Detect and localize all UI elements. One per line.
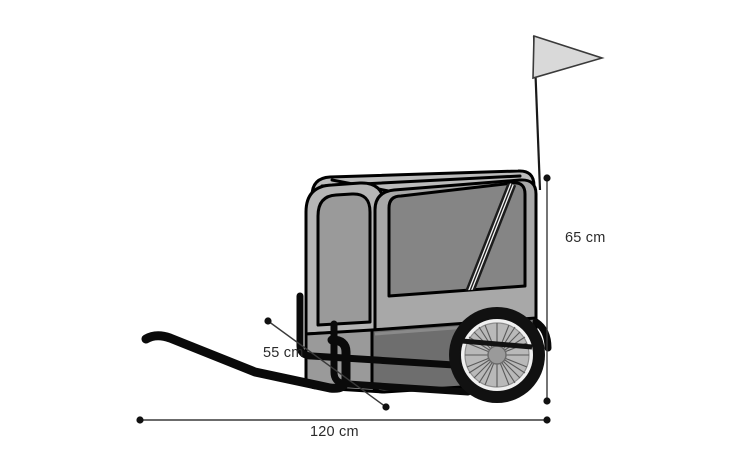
- dimension-depth-label: 55 cm: [263, 345, 304, 361]
- spoked-wheel: [449, 307, 545, 403]
- reflective-stripe: [463, 182, 517, 296]
- dimension-length-dot-left: [136, 416, 144, 424]
- dimension-lines: [136, 174, 551, 424]
- canopy-front-opening: [316, 192, 372, 327]
- dimension-depth: [264, 317, 390, 411]
- dimension-length: [136, 416, 551, 424]
- pennant-flag-group: [532, 34, 605, 191]
- dimension-depth-dot-start: [264, 317, 272, 325]
- pennant-flag: [532, 34, 605, 80]
- dimension-length-label: 120 cm: [310, 424, 359, 440]
- side-window: [387, 181, 527, 298]
- dimension-height: [543, 174, 551, 405]
- dimension-depth-line: [267, 320, 387, 408]
- dimension-length-dot-right: [543, 416, 551, 424]
- dimension-depth-dot-end: [382, 403, 390, 411]
- dimension-height-dot-top: [543, 174, 551, 182]
- wheel-axle-bar: [461, 338, 533, 350]
- tow-bar: [141, 331, 351, 393]
- frame-rail-left: [296, 292, 474, 370]
- frame-rail-right: [532, 318, 552, 352]
- dimension-height-dot-bottom: [543, 397, 551, 405]
- wheel-hub: [487, 345, 507, 365]
- dimension-height-label: 65 cm: [565, 230, 606, 246]
